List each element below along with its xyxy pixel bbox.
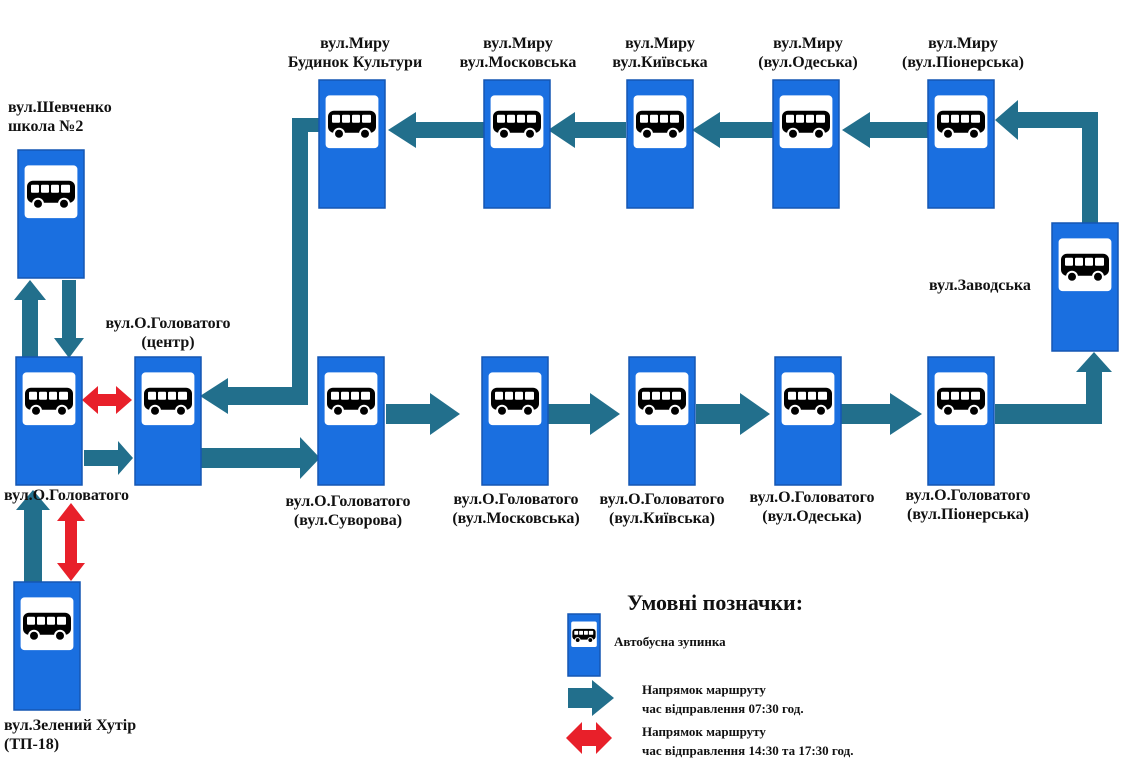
stop-label-odeska-top: вул.Миру(вул.Одеська) — [758, 35, 858, 71]
stop-label-zelenyi-khutir: вул.Зелений Хутір(ТП-18) — [4, 717, 137, 753]
sign-kyivska-top — [626, 79, 694, 209]
arrow-budynok-to-center — [200, 118, 320, 414]
stop-label-holovatoho-center: вул.О.Головатого(центр) — [105, 315, 231, 351]
route-arrows-red — [57, 386, 612, 754]
arrow-moskovska-to-budynok — [388, 112, 484, 148]
arrow-odeska-to-kyivska-top — [692, 112, 773, 148]
arrow-pionerska-to-odeska-top — [842, 112, 928, 148]
sign-pionerska-top — [927, 79, 995, 209]
arrow-holovatoho-to-shevchenko — [14, 280, 46, 358]
arrow-moskovska-to-kyivska — [548, 393, 620, 435]
legend-teal-arrow — [568, 680, 614, 716]
arrow-holovatoho-to-center — [84, 441, 133, 475]
sign-zelenyi-khutir — [13, 581, 81, 711]
legend-bus-stop-label: Автобусна зупинка — [614, 634, 726, 649]
sign-odeska-bottom — [774, 356, 842, 486]
sign-holovatoho — [15, 356, 83, 486]
arrow-kyivska-to-moskovska-top — [548, 112, 626, 148]
stop-label-moskovska-bottom: вул.О.Головатого(вул.Московська) — [452, 491, 580, 527]
stop-label-holovatoho: вул.О.Головатого — [4, 487, 129, 504]
stop-label-odeska-bottom: вул.О.Головатого(вул.Одеська) — [749, 489, 875, 525]
arrow-khutir-to-holovatoho — [16, 490, 50, 585]
arrow-kyivska-to-odeska — [696, 393, 770, 435]
arrow-pionerska-to-zavodska — [995, 352, 1112, 424]
legend-title: Умовні позначки: — [627, 590, 804, 615]
sign-shevchenko — [17, 149, 85, 279]
stop-label-suvorova: вул.О.Головатого(вул.Суворова) — [285, 493, 411, 529]
stop-label-pionerska-bottom: вул.О.Головатого(вул.Піонерська) — [905, 487, 1031, 523]
arrow-odeska-to-pionerska — [840, 393, 922, 435]
sign-zavodska — [1051, 222, 1119, 352]
stop-label-pionerska-top: вул.Миру(вул.Піонерська) — [902, 35, 1024, 71]
sign-holovatoho-center — [134, 356, 202, 486]
sign-budynok-kultury — [318, 79, 386, 209]
sign-kyivska-bottom — [628, 356, 696, 486]
red-arrow-holovatoho-center — [82, 386, 132, 414]
arrow-shevchenko-to-holovatoho — [54, 280, 84, 358]
sign-suvorova — [317, 356, 385, 486]
sign-pionerska-bottom — [927, 356, 995, 486]
legend-bus-stop-sign — [567, 613, 601, 677]
sign-odeska-top — [772, 79, 840, 209]
route-arrows-teal — [14, 100, 1112, 585]
sign-moskovska-top — [483, 79, 551, 209]
stop-label-zavodska: вул.Заводська — [929, 277, 1031, 294]
stop-label-kyivska-bottom: вул.О.Головатого(вул.Київська) — [599, 491, 725, 527]
arrow-zavodska-to-pionerska-top — [995, 100, 1098, 224]
red-arrow-holovatoho-khutir — [57, 503, 85, 581]
legend-red-arrow — [566, 722, 612, 754]
sign-moskovska-bottom — [481, 356, 549, 486]
arrow-suvorova-to-moskovska — [386, 393, 460, 435]
arrow-center-to-suvorova — [200, 437, 320, 479]
